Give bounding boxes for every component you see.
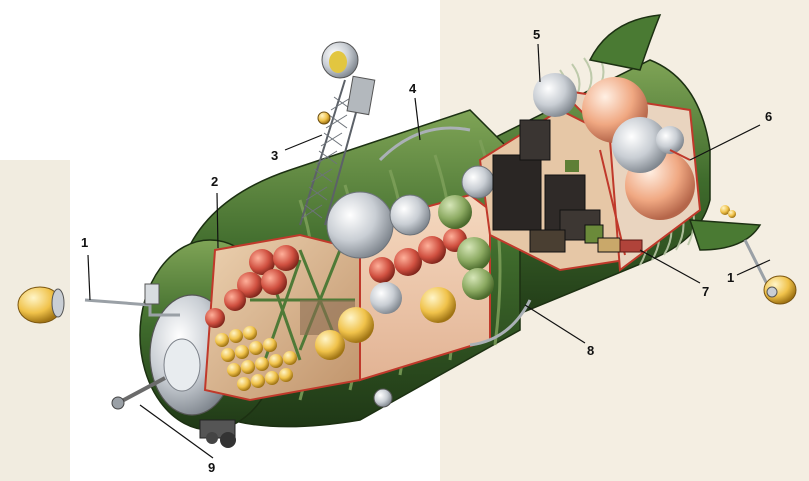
leader-4	[414, 97, 421, 141]
leader-1a	[87, 254, 91, 301]
callout-3: 3	[271, 148, 278, 163]
upper-rail-arc	[378, 126, 471, 162]
instrument-blocks	[492, 119, 621, 253]
leader-5	[537, 43, 541, 83]
leader-2	[216, 192, 219, 249]
leader-7	[639, 249, 701, 284]
leader-9	[139, 404, 214, 459]
callout-6: 6	[765, 109, 772, 124]
front-sensor-arm	[17, 283, 180, 324]
leader-3	[284, 134, 323, 151]
callout-labels: 1 1 2 3 4 5 6 7 8 9	[81, 27, 772, 475]
callout-2: 2	[211, 174, 218, 189]
callout-9: 9	[208, 460, 215, 475]
rear-sensor-arm	[720, 205, 797, 305]
callout-7: 7	[702, 284, 709, 299]
callout-5: 5	[533, 27, 540, 42]
cutaway-interior	[203, 73, 702, 402]
callout-8: 8	[587, 343, 594, 358]
lower-nozzle-assembly	[199, 388, 393, 448]
leader-6	[689, 124, 761, 161]
yellow-tank-cluster	[215, 326, 297, 391]
leader-8	[524, 304, 586, 344]
callout-leaders	[87, 43, 771, 459]
antenna-mast	[299, 41, 376, 226]
lower-rail-arc	[469, 299, 532, 347]
callout-4: 4	[409, 81, 417, 96]
forward-red-tanks	[205, 245, 299, 328]
leader-1b	[736, 259, 771, 276]
callout-1b: 1	[727, 270, 734, 285]
callout-1a: 1	[81, 235, 88, 250]
